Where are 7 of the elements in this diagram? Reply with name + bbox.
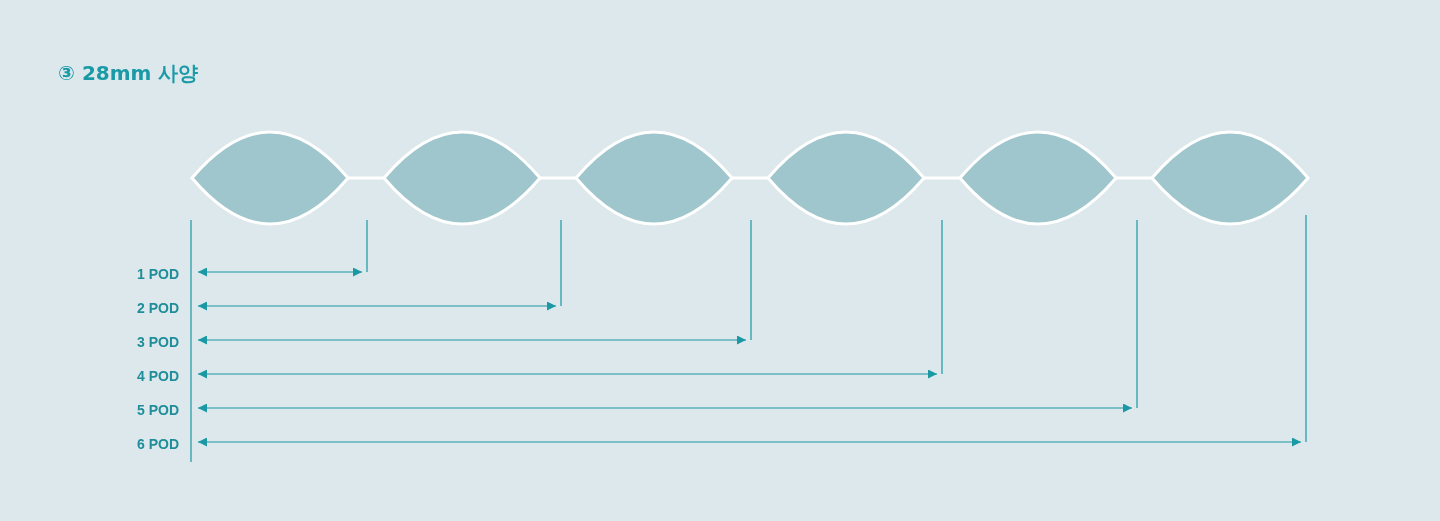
title: ③ 28mm 사양 (58, 60, 199, 87)
dimension-label: 4 POD (137, 368, 179, 384)
dimension-label: 6 POD (137, 436, 179, 452)
dimension-label: 3 POD (137, 334, 179, 350)
dimension-label: 2 POD (137, 300, 179, 316)
dimension-label: 1 POD (137, 266, 179, 282)
dimension-label: 5 POD (137, 402, 179, 418)
